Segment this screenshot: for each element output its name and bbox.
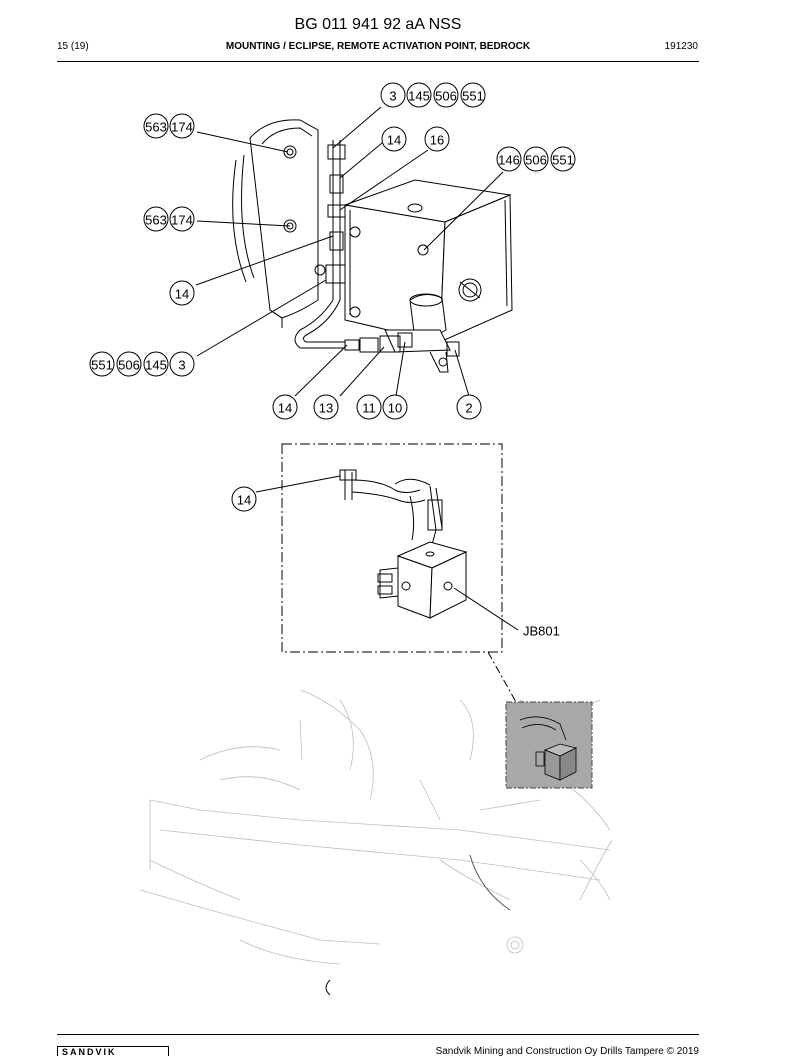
detail-frame [281, 443, 503, 653]
callout-2: 2 [465, 401, 472, 416]
callout-174-upper: 174 [171, 120, 193, 135]
location-miniature [519, 716, 578, 781]
callout-506-right: 506 [525, 153, 547, 168]
callout-145-left: 145 [145, 358, 167, 373]
callout-14-left: 14 [175, 287, 189, 302]
bracket-bolts [283, 145, 326, 276]
page-number: 15 (19) [57, 41, 89, 52]
callout-3-top: 3 [389, 89, 396, 104]
junction-box-detail [377, 541, 468, 619]
callout-145-top: 145 [408, 89, 430, 104]
document-date: 191230 [664, 41, 698, 52]
copyright-text: Sandvik Mining and Construction Oy Drill… [435, 1046, 699, 1057]
callout-10: 10 [388, 401, 402, 416]
machine-overview [139, 689, 613, 965]
callout-506-top: 506 [435, 89, 457, 104]
callout-3-left: 3 [178, 358, 185, 373]
solenoid-valve [379, 293, 460, 373]
callout-506-left: 506 [118, 358, 140, 373]
leader-lines [195, 106, 519, 631]
section-title: MOUNTING / ECLIPSE, REMOTE ACTIVATION PO… [225, 41, 531, 52]
callout-14-detail: 14 [237, 493, 251, 508]
callout-146: 146 [498, 153, 520, 168]
callout-551-top: 551 [462, 89, 484, 104]
callout-563-lower: 563 [145, 213, 167, 228]
callout-563-upper: 563 [145, 120, 167, 135]
callout-551-right: 551 [552, 153, 574, 168]
callout-14-upper: 14 [387, 133, 401, 148]
detail-bracket [339, 469, 443, 546]
sandvik-logo: SANDVIK [57, 1046, 169, 1056]
callout-16: 16 [430, 133, 444, 148]
callout-11: 11 [362, 401, 376, 416]
label-jb801: JB801 [523, 624, 560, 639]
document-title: BG 011 941 92 aA NSS [294, 16, 462, 33]
callout-13: 13 [319, 401, 333, 416]
callout-14-bottom: 14 [278, 401, 292, 416]
header-rule [57, 61, 699, 62]
footer-rule [57, 1034, 699, 1035]
callout-551-left: 551 [91, 358, 113, 373]
callout-174-lower: 174 [171, 213, 193, 228]
hose-assembly [294, 140, 379, 353]
